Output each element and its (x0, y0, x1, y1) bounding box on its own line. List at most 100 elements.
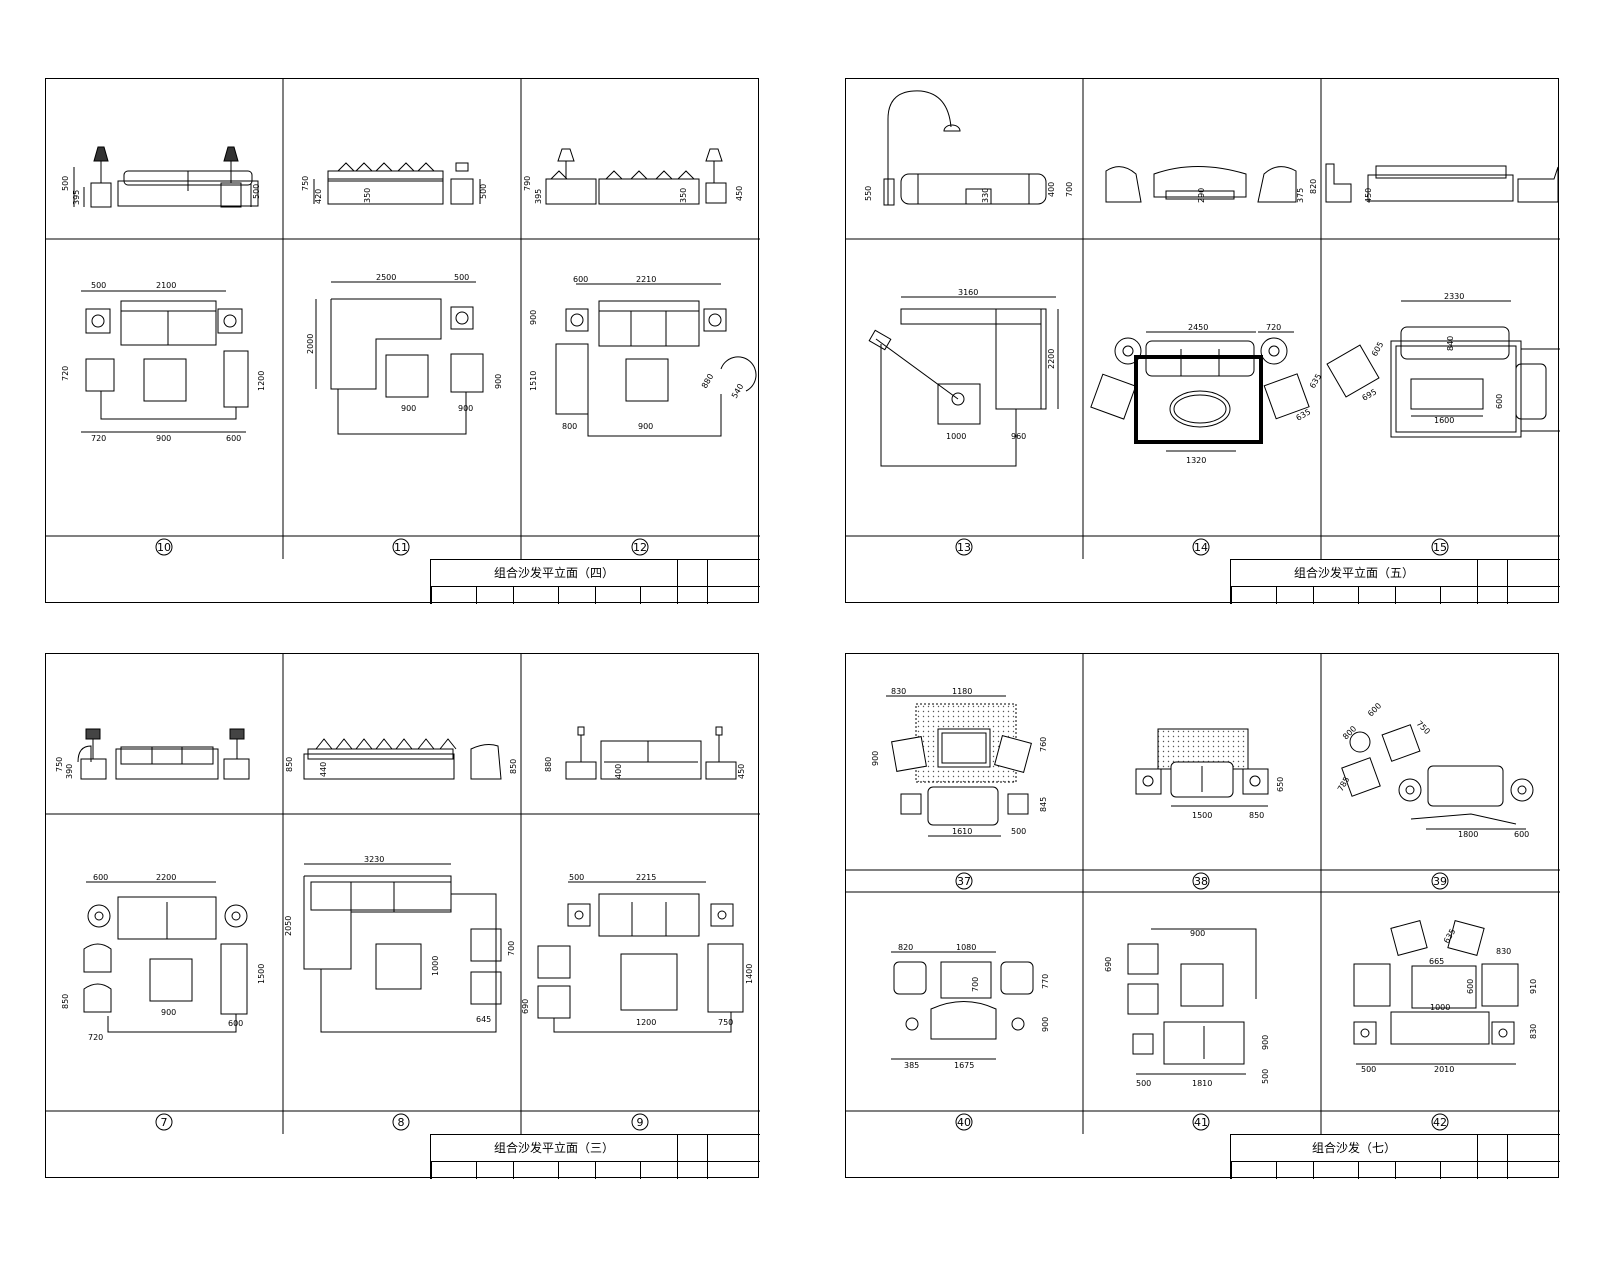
panel-number-marker (155, 1113, 173, 1131)
sheet-title: 组合沙发平立面（五） (1293, 566, 1414, 580)
panel-13-elevation: 550 330 400 700 (864, 90, 1074, 206)
sheet-title: 组合沙发平立面（三） (493, 1141, 614, 1155)
panel-number-marker (1192, 538, 1210, 556)
dim-label: 500 (1136, 1079, 1151, 1088)
panel-number: 8 (398, 1116, 405, 1129)
dim-label: 800 (562, 422, 577, 431)
title-block: 组合沙发平立面（四） (430, 559, 760, 604)
title-cell (1507, 560, 1561, 586)
dim-label: 900 (458, 404, 473, 413)
dim-label: 600 (93, 873, 108, 882)
sheet-title: 组合沙发平立面（四） (493, 566, 614, 580)
dim-label: 850 (1249, 811, 1264, 820)
dim-label: 330 (981, 188, 990, 203)
dim-label: 650 (1276, 777, 1285, 792)
dim-label: 400 (614, 764, 623, 779)
title-cell (707, 560, 761, 586)
dim-label: 840 (1446, 336, 1455, 351)
dim-label: 1000 (431, 956, 440, 976)
dim-label: 500 (454, 273, 469, 282)
dim-label: 645 (476, 1015, 491, 1024)
sheet-a-drawing: 500 395 500 500 2100 720 1200 720 900 60… (46, 79, 760, 559)
panel-number: 39 (1433, 875, 1447, 888)
sign-cell (1395, 1161, 1440, 1179)
sign-cell (1440, 586, 1477, 604)
dim-label: 900 (401, 404, 416, 413)
dim-label: 2000 (306, 334, 315, 354)
sign-cell (1358, 1161, 1395, 1179)
panel-37-plan: 830 1180 900 760 845 1610 500 (871, 687, 1048, 837)
panel-39-plan: 800 600 750 785 1800 600 (1336, 701, 1534, 839)
sign-cell (1313, 586, 1358, 604)
dim-label: 350 (679, 188, 688, 203)
title-cell (677, 1135, 707, 1161)
panel-number: 38 (1194, 875, 1208, 888)
panel-number-marker (155, 538, 173, 556)
panel-9-plan: 500 2215 690 1400 1200 750 (521, 873, 754, 1033)
panel-12-plan: 600 2210 900 1510 800 900 880 540 (529, 275, 757, 437)
dim-label: 770 (1041, 974, 1050, 989)
title-block: 组合沙发平立面（五） (1230, 559, 1560, 604)
dim-label: 750 (301, 176, 310, 191)
sign-cell (1231, 586, 1276, 604)
drawing-sheet-d: 830 1180 900 760 845 1610 500 650 1500 8… (845, 653, 1560, 1179)
panel-41-plan: 690 900 900 500 1810 500 (1104, 928, 1270, 1088)
title-cell (1477, 1135, 1507, 1161)
dim-label: 850 (285, 757, 294, 772)
panel-9-elevation: 880 400 450 (544, 726, 746, 780)
dim-label: 900 (1041, 1017, 1050, 1032)
sign-cell (558, 586, 595, 604)
title-row: 组合沙发平立面（三） (431, 1135, 760, 1162)
dim-label: 1810 (1192, 1079, 1212, 1088)
title-block: 组合沙发平立面（三） (430, 1134, 760, 1179)
dim-label: 700 (971, 977, 980, 992)
dim-label: 800 (1341, 724, 1358, 741)
sign-cell (707, 1161, 761, 1179)
dim-label: 375 (1296, 188, 1305, 203)
dim-label: 600 (1366, 701, 1383, 718)
dim-label: 500 (61, 176, 70, 191)
dim-label: 850 (61, 994, 70, 1009)
dim-label: 500 (1361, 1065, 1376, 1074)
dim-label: 1400 (745, 964, 754, 984)
dim-label: 635 (1442, 927, 1457, 945)
title-cell (1507, 1135, 1561, 1161)
dim-label: 2330 (1444, 292, 1464, 301)
dim-label: 540 (730, 382, 745, 400)
panel-14-plan: 2450 720 1320 635 635 (1090, 323, 1323, 465)
sign-cell (476, 586, 513, 604)
panel-number: 7 (161, 1116, 168, 1129)
dim-label: 385 (904, 1061, 919, 1070)
dim-label: 690 (1104, 957, 1113, 972)
title-row: 组合沙发平立面（四） (431, 560, 760, 587)
panel-number-marker (955, 872, 973, 890)
panel-number: 9 (637, 1116, 644, 1129)
dim-label: 880 (544, 757, 553, 772)
panel-number-marker (631, 538, 649, 556)
dim-label: 960 (1011, 432, 1026, 441)
dim-label: 2010 (1434, 1065, 1454, 1074)
dim-label: 290 (1197, 188, 1206, 203)
dim-label: 1500 (1192, 811, 1212, 820)
title-block: 组合沙发（七） (1230, 1134, 1560, 1179)
sign-cell (1358, 586, 1395, 604)
drawing-sheet-a: 500 395 500 500 2100 720 1200 720 900 60… (45, 78, 760, 604)
sheet-c-drawing: 750 390 600 2200 850 1500 900 720 600 (46, 654, 760, 1134)
dim-label: 830 (891, 687, 906, 696)
dim-label: 500 (91, 281, 106, 290)
panel-number-marker (631, 1113, 649, 1131)
dim-label: 390 (65, 764, 74, 779)
dim-label: 785 (1336, 775, 1351, 793)
dim-label: 2050 (284, 916, 293, 936)
panel-number-marker (1192, 1113, 1210, 1131)
panel-number: 41 (1194, 1116, 1208, 1129)
sign-cell (640, 1161, 677, 1179)
sign-row (431, 1161, 760, 1179)
panel-14-elevation: 290 375 820 (1105, 166, 1318, 203)
dim-label: 665 (1429, 957, 1444, 966)
panel-11-elevation: 750 420 350 500 (301, 162, 488, 205)
sign-cell (677, 586, 707, 604)
sign-cell (513, 586, 558, 604)
dim-label: 830 (1496, 947, 1511, 956)
sign-cell (1477, 1161, 1507, 1179)
